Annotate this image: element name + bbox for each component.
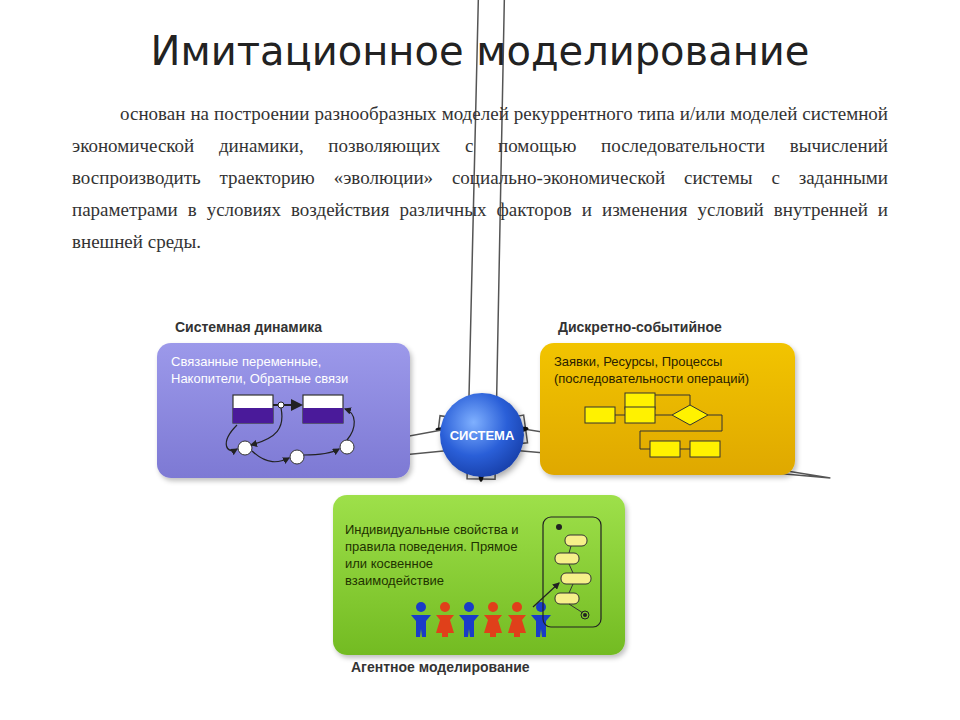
- stock-level: [303, 408, 343, 423]
- stock-box: [233, 395, 273, 423]
- flow-valve: [278, 402, 284, 408]
- feedback-link: [304, 449, 339, 455]
- agent-figure: [484, 615, 502, 637]
- statechart-state: [561, 573, 591, 584]
- agent-figure: [488, 602, 498, 612]
- statechart-state: [555, 593, 579, 604]
- agent-figure: [436, 615, 454, 637]
- leader-line: [533, 583, 559, 607]
- agent-figure: [411, 615, 431, 637]
- statechart-transition: [569, 546, 571, 553]
- decision-diamond: [672, 405, 708, 425]
- box-body-text: Индивидуальные свойства и правила поведе…: [345, 521, 530, 589]
- box-body-text: Связанные переменные, Накопители, Обратн…: [171, 353, 386, 387]
- auxiliary-variable: [238, 441, 252, 455]
- stock-box: [303, 395, 343, 423]
- statechart-end: [581, 611, 589, 619]
- feedback-link: [226, 425, 237, 451]
- process-block: [585, 407, 615, 423]
- agent-figure: [508, 615, 526, 637]
- slide-title: Имитационное моделирование: [0, 28, 960, 74]
- body-paragraph: основан на построении разнообразных моде…: [72, 98, 888, 258]
- agent-figure: [416, 602, 426, 612]
- flow-line: [273, 404, 301, 406]
- agent-figure: [512, 602, 522, 612]
- flow-line: [615, 415, 625, 416]
- statechart-transition: [569, 604, 583, 613]
- agent-figure: [440, 602, 450, 612]
- box-heading: Системная динамика: [175, 319, 322, 335]
- process-block: [690, 441, 720, 457]
- statechart-state: [555, 553, 579, 564]
- flow-line: [655, 415, 672, 416]
- discrete-event-box: Дискретно-событийноеЗаявки, Ресурсы, Про…: [540, 343, 795, 475]
- feedback-link: [251, 408, 282, 445]
- system-circle: СИСТЕМА: [440, 393, 524, 477]
- auxiliary-variable: [290, 450, 304, 464]
- box-heading: Дискретно-событийное: [558, 319, 722, 335]
- feedback-link: [345, 409, 354, 440]
- flow-line: [680, 449, 690, 450]
- agent-figure: [459, 615, 479, 637]
- system-dynamics-box: Системная динамикаСвязанные переменные, …: [157, 343, 410, 478]
- agent-figure: [464, 602, 474, 612]
- box-heading: Агентное моделирование: [351, 659, 530, 675]
- statechart-transition: [569, 564, 573, 573]
- flow-line: [708, 415, 722, 416]
- statechart-state: [565, 535, 587, 546]
- system-label: СИСТЕМА: [450, 427, 515, 444]
- statechart-panel: [543, 517, 601, 627]
- stock-level: [233, 408, 273, 423]
- statechart-start: [556, 524, 562, 530]
- statechart-end: [583, 613, 587, 617]
- auxiliary-variable: [340, 440, 354, 454]
- statechart-transition: [569, 584, 573, 593]
- process-block: [650, 441, 680, 457]
- box-body-text: Заявки, Ресурсы, Процессы (последователь…: [554, 353, 789, 387]
- process-block: [625, 407, 655, 423]
- agent-box: Агентное моделированиеИндивидуальные сво…: [333, 495, 625, 655]
- feedback-link: [252, 451, 289, 462]
